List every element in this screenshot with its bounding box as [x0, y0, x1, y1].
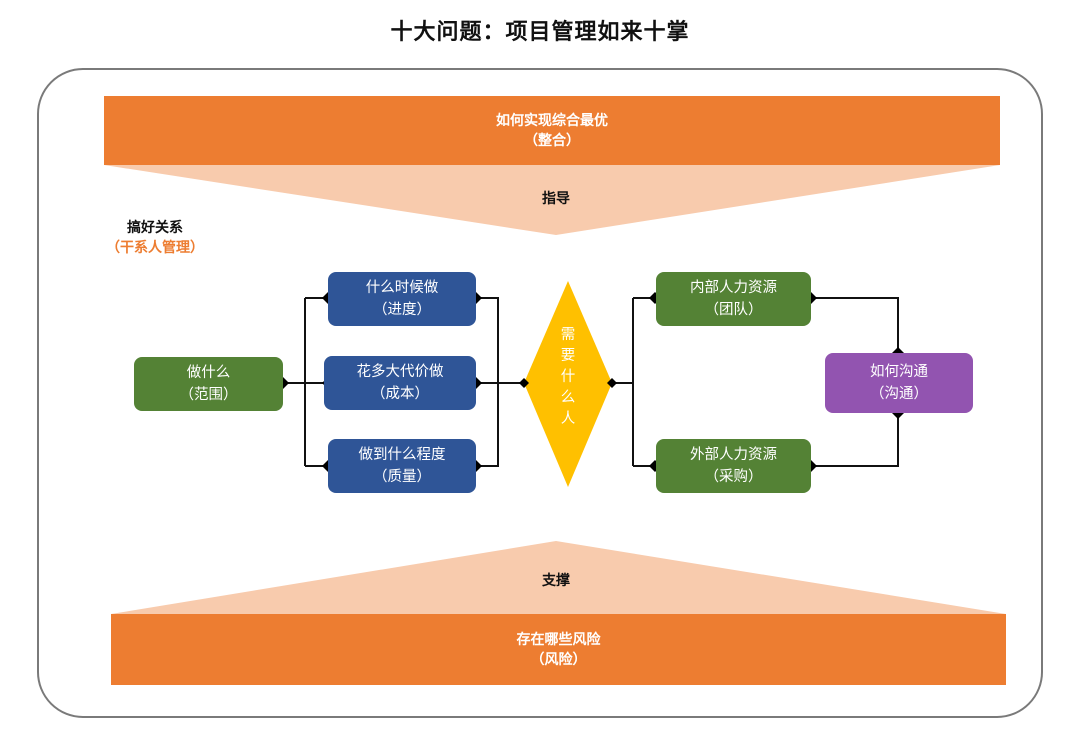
resource-diamond-shape [524, 281, 612, 487]
diamond-char: 要 [560, 348, 576, 364]
marker [519, 378, 529, 388]
scope-line2: （范围） [179, 387, 238, 403]
cost-node: 花多大代价做 （成本） [324, 356, 476, 410]
stakeholder-line1: 搞好关系 [127, 220, 183, 236]
marker [607, 378, 617, 388]
risk-line2: （风险） [530, 651, 587, 668]
cost-line2: （成本） [371, 386, 429, 402]
communication-line1: 如何沟通 [870, 364, 928, 380]
schedule-line2: （进度） [373, 302, 431, 318]
diamond-char: 需 [560, 327, 576, 343]
internal-hr-line1: 内部人力资源 [690, 280, 777, 296]
connector-internal-to-comm [811, 297, 899, 353]
diamond-char: 么 [560, 390, 576, 406]
stakeholder-label: 搞好关系 （干系人管理） [100, 218, 210, 258]
cost-line1: 花多大代价做 [356, 364, 444, 380]
quality-line1: 做到什么程度 [358, 447, 446, 463]
integration-line1: 如何实现综合最优 [496, 112, 608, 129]
guide-label: 指导 [542, 191, 570, 207]
internal-hr-node: 内部人力资源 （团队） [656, 272, 811, 326]
scope-node: 做什么 （范围） [134, 357, 283, 411]
communication-node: 如何沟通 （沟通） [825, 353, 973, 413]
diamond-char: 人 [560, 411, 576, 427]
support-label: 支撑 [542, 573, 570, 589]
top-guide-triangle [104, 165, 1000, 235]
risk-band: 存在哪些风险 （风险） [111, 614, 1006, 685]
connector-external-to-comm [811, 413, 899, 467]
schedule-node: 什么时候做 （进度） [328, 272, 476, 326]
quality-node: 做到什么程度 （质量） [328, 439, 476, 493]
diamond-char: 什 [560, 369, 576, 385]
communication-line2: （沟通） [870, 386, 928, 402]
outer-frame [37, 68, 1043, 718]
external-hr-line2: （采购） [704, 469, 763, 485]
schedule-line1: 什么时候做 [365, 280, 439, 296]
external-hr-node: 外部人力资源 （采购） [656, 439, 811, 493]
integration-line2: （整合） [524, 132, 580, 149]
internal-hr-line2: （团队） [704, 302, 763, 318]
integration-band: 如何实现综合最优 （整合） [104, 96, 1000, 165]
external-hr-line1: 外部人力资源 [690, 447, 777, 463]
resource-diamond-label: 需 要 什 么 人 [548, 325, 588, 430]
diagram-title: 十大问题：项目管理如来十掌 [390, 20, 690, 45]
quality-line2: （质量） [373, 469, 431, 485]
bottom-support-triangle [111, 541, 1006, 614]
stakeholder-line2: （干系人管理） [106, 240, 204, 256]
risk-line1: 存在哪些风险 [516, 631, 601, 648]
scope-line1: 做什么 [186, 365, 231, 381]
